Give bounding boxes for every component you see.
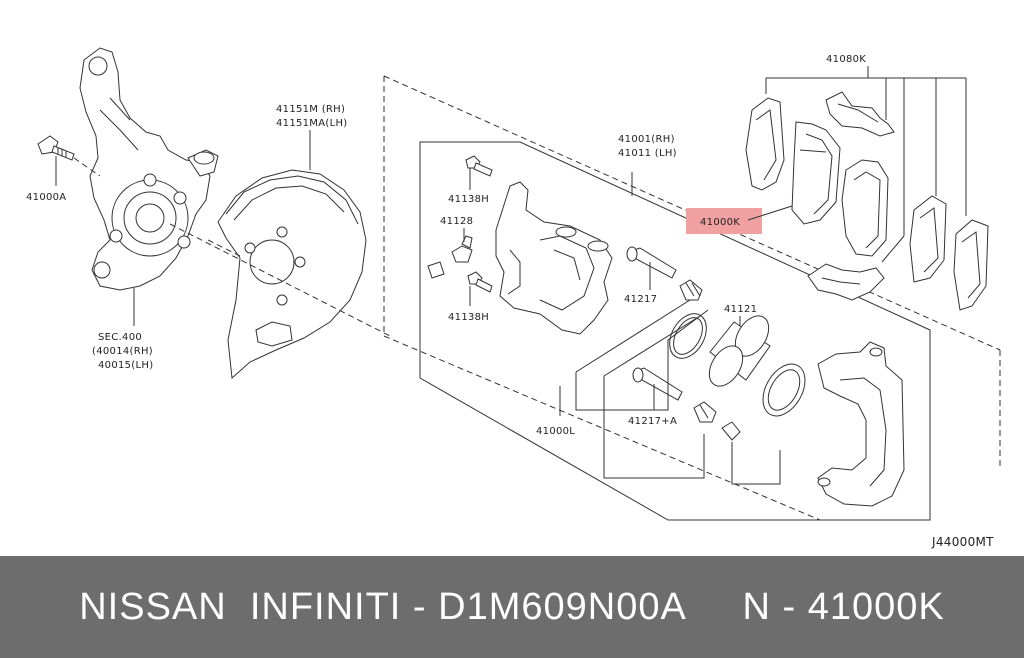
brake-pad-outer: [791, 121, 841, 225]
guide-pin-41217A: [632, 367, 683, 401]
label-41151M: 41151M (RH): [276, 104, 345, 115]
label-41011: 41011 (LH): [618, 148, 677, 159]
steering-knuckle: [79, 47, 219, 291]
cap-41128: [427, 261, 445, 279]
label-41121: 41121: [724, 304, 757, 315]
label-41138H-bottom: 41138H: [448, 312, 489, 323]
label-41000K: 41000K: [700, 217, 740, 228]
boot-lower: [693, 401, 717, 423]
label-41001: 41001(RH): [618, 134, 675, 145]
splash-shield: [207, 169, 367, 380]
anti-squeal-shim-1: [909, 195, 947, 283]
caliper-body: [495, 181, 613, 335]
bolt-41138H-top: [465, 155, 493, 177]
exploded-view: 41000A SEC.400 (40014(RH) 40015(LH) 4115…: [26, 47, 1001, 549]
guide-pin-41217: [626, 246, 677, 279]
sleeve: [721, 421, 741, 441]
pad-clip-bottom: [807, 263, 885, 301]
footer-banner: NISSAN INFINITI - D1M609N00A N - 41000K: [0, 556, 1024, 658]
label-41128: 41128: [440, 216, 473, 227]
label-41217A: 41217+A: [628, 416, 677, 427]
label-41151MA: 41151MA(LH): [276, 118, 347, 129]
boot-upper: [679, 279, 703, 301]
brake-pad-inner: [841, 159, 889, 257]
dust-boot: [762, 363, 806, 417]
label-41000A: 41000A: [26, 192, 66, 203]
label-41000L: 41000L: [536, 426, 575, 437]
label-40015: 40015(LH): [98, 360, 153, 371]
bleeder-41128: [451, 235, 473, 263]
label-40014: (40014(RH): [92, 346, 153, 357]
highlight-41000K: [686, 208, 762, 234]
label-41217: 41217: [624, 294, 657, 305]
bolt-41000A: [37, 135, 101, 177]
label-41080K: 41080K: [826, 54, 866, 65]
caliper-bracket: [817, 341, 905, 507]
label-41138H-top: 41138H: [448, 194, 489, 205]
piston: [708, 315, 771, 387]
parts-diagram: 41000A SEC.400 (40014(RH) 40015(LH) 4115…: [26, 47, 1001, 549]
pad-clip-top: [825, 91, 895, 137]
footer-part-number: NISSAN INFINITI - D1M609N00A N - 41000K: [79, 585, 945, 628]
diagram-code: J44000MT: [931, 535, 994, 549]
label-sec400: SEC.400: [98, 332, 142, 343]
piston-seal: [669, 313, 707, 359]
anti-squeal-shim-2: [953, 219, 989, 311]
pad-shim-outer: [745, 97, 785, 191]
bolt-41138H-bottom: [467, 271, 493, 293]
